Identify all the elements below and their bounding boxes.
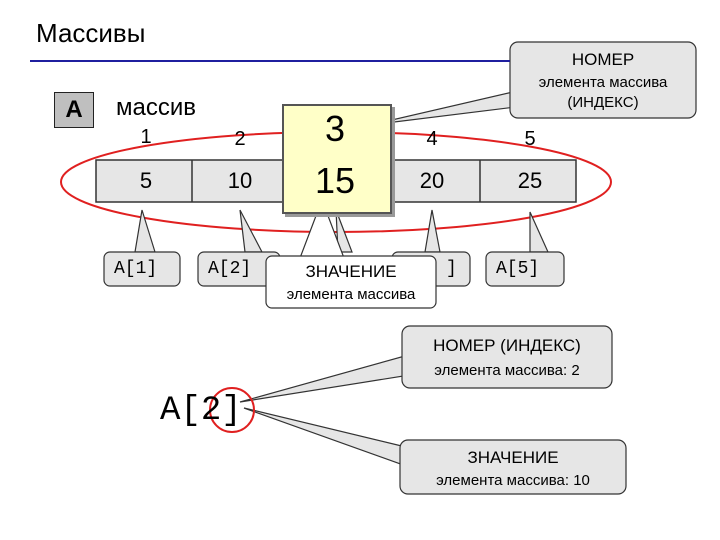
ref-label-a2: A[2]	[208, 259, 252, 279]
index-label-5: 5	[524, 128, 536, 150]
index-callout-line1: элемента массива	[538, 74, 668, 91]
value2-callout-heading: ЗНАЧЕНИЕ	[467, 448, 559, 467]
index-callout-box	[509, 41, 697, 119]
example-ref-prefix: A[	[160, 392, 201, 430]
value2-callout-line: элемента массива: 10	[436, 472, 590, 489]
cell-value-5: 25	[517, 168, 543, 193]
array-label: массив	[116, 94, 197, 121]
example-ref: A[2]	[160, 392, 242, 430]
example-ref-index: 2	[200, 392, 222, 430]
title-rule	[30, 60, 510, 62]
ref-label-a1: A[1]	[114, 259, 158, 279]
highlighted-element	[282, 104, 392, 214]
highlighted-index: 3	[324, 108, 346, 149]
ref-box-a1	[103, 251, 181, 287]
value-callout-box	[265, 255, 437, 309]
slide-title: Массивы	[36, 18, 146, 48]
index-highlight-circle	[209, 387, 255, 433]
index2-callout-box	[401, 325, 613, 389]
index2-callout-line: элемента массива: 2	[434, 362, 580, 379]
value-callout-heading: ЗНАЧЕНИЕ	[305, 262, 397, 281]
value-callout-line: элемента массива	[286, 286, 416, 303]
pointer-a3	[335, 209, 353, 253]
cell-value-2: 10	[227, 168, 253, 193]
index-label-2: 2	[234, 128, 246, 150]
index2-callout-heading: НОМЕР (ИНДЕКС)	[433, 336, 581, 355]
pointer-a5	[529, 211, 549, 253]
cell-value-4: 20	[419, 168, 445, 193]
ref-label-a5: A[5]	[496, 259, 540, 279]
index-callout-line2: (ИНДЕКС)	[567, 94, 639, 111]
array-name-box: A	[54, 92, 94, 128]
value2-callout-box	[399, 439, 627, 495]
example-ref-suffix: ]	[221, 392, 242, 430]
highlighted-value: 15	[314, 160, 356, 201]
index-callout-heading: НОМЕР	[571, 50, 635, 69]
index2-callout-pointer	[239, 353, 417, 403]
value2-callout-pointer	[243, 407, 411, 467]
index-label-4: 4	[426, 128, 438, 150]
index-label-1: 1	[140, 126, 152, 148]
ref-label-a4: ]	[446, 259, 457, 279]
cell-value-1: 5	[139, 168, 153, 193]
pointer-a4	[424, 209, 441, 253]
ref-box-a5	[485, 251, 565, 287]
